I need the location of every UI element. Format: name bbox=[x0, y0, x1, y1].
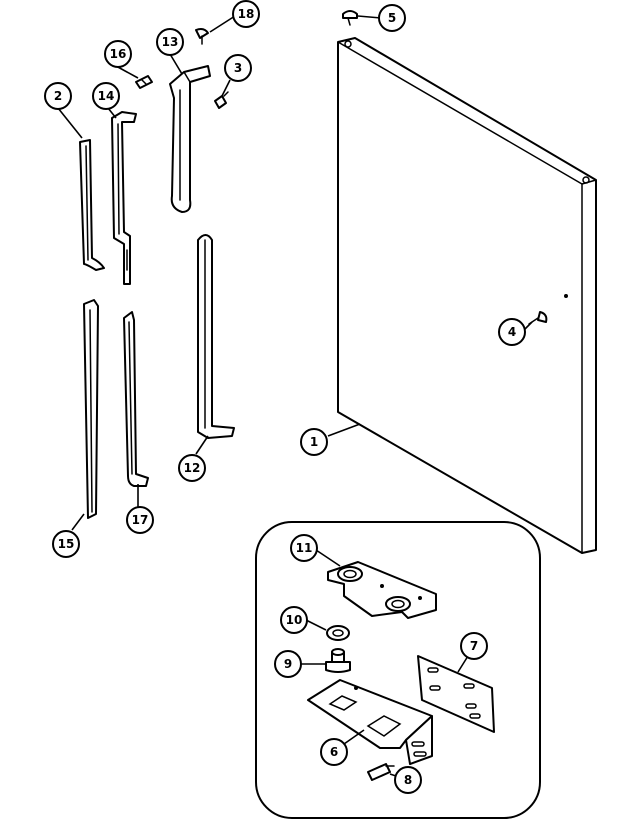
part-trim-15 bbox=[83, 299, 99, 519]
svg-text:10: 10 bbox=[286, 613, 303, 627]
part-clip-16 bbox=[135, 75, 153, 89]
svg-text:6: 6 bbox=[330, 745, 338, 759]
part-screw-8 bbox=[367, 763, 395, 781]
part-screw-3 bbox=[214, 91, 229, 109]
svg-text:2: 2 bbox=[54, 89, 62, 103]
inset-hinge-detail bbox=[255, 521, 541, 819]
part-screw-5 bbox=[342, 10, 358, 26]
part-channel-12 bbox=[197, 234, 235, 439]
svg-text:12: 12 bbox=[184, 461, 201, 475]
callout-11: 11 bbox=[290, 534, 318, 562]
callout-9: 9 bbox=[274, 650, 302, 678]
callout-2: 2 bbox=[44, 82, 72, 110]
svg-text:8: 8 bbox=[404, 773, 412, 787]
callout-1: 1 bbox=[300, 428, 328, 456]
svg-text:9: 9 bbox=[284, 657, 292, 671]
callout-14: 14 bbox=[92, 82, 120, 110]
part-screw-18 bbox=[195, 28, 209, 45]
part-bracket-14 bbox=[111, 111, 137, 285]
svg-text:11: 11 bbox=[296, 541, 313, 555]
svg-text:15: 15 bbox=[58, 537, 75, 551]
callout-12: 12 bbox=[178, 454, 206, 482]
svg-text:1: 1 bbox=[310, 435, 318, 449]
svg-text:18: 18 bbox=[238, 7, 255, 21]
svg-text:14: 14 bbox=[98, 89, 115, 103]
callout-18: 18 bbox=[232, 0, 260, 28]
part-trim-2 bbox=[79, 139, 105, 271]
callout-10: 10 bbox=[280, 606, 308, 634]
svg-text:16: 16 bbox=[110, 47, 127, 61]
part-hinge-bracket-6 bbox=[307, 679, 433, 765]
callout-15: 15 bbox=[52, 530, 80, 558]
svg-text:4: 4 bbox=[508, 325, 516, 339]
part-door-panel bbox=[337, 37, 597, 554]
callout-7: 7 bbox=[460, 632, 488, 660]
callout-4: 4 bbox=[498, 318, 526, 346]
part-bracket-13 bbox=[169, 65, 211, 213]
svg-text:13: 13 bbox=[162, 35, 179, 49]
svg-text:3: 3 bbox=[234, 61, 242, 75]
svg-text:7: 7 bbox=[470, 639, 478, 653]
callout-6: 6 bbox=[320, 738, 348, 766]
callout-3: 3 bbox=[224, 54, 252, 82]
part-bracket-17 bbox=[123, 311, 149, 487]
part-washer-10 bbox=[326, 625, 350, 641]
callout-17: 17 bbox=[126, 506, 154, 534]
callout-8: 8 bbox=[394, 766, 422, 794]
callout-13: 13 bbox=[156, 28, 184, 56]
callout-16: 16 bbox=[104, 40, 132, 68]
leader-lines bbox=[57, 15, 533, 777]
part-hinge-plate-11 bbox=[327, 561, 437, 619]
svg-text:17: 17 bbox=[132, 513, 149, 527]
svg-text:5: 5 bbox=[388, 11, 396, 25]
part-shim-7 bbox=[417, 655, 495, 733]
callout-5: 5 bbox=[378, 4, 406, 32]
part-pin-9 bbox=[325, 648, 351, 673]
